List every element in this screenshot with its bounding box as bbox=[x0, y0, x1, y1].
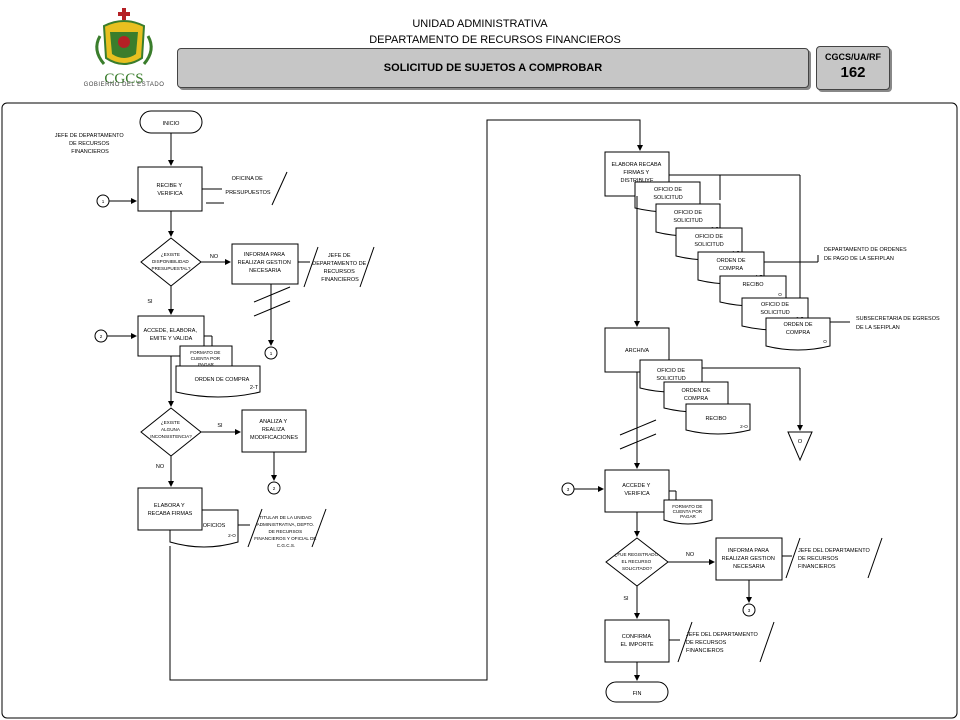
si-label-2: SI bbox=[217, 423, 223, 429]
document-title: SOLICITUD DE SUJETOS A COMPROBAR bbox=[383, 62, 603, 74]
accede-2-label: ACCEDE Y VERIFICA bbox=[622, 483, 651, 497]
connector-1-out bbox=[264, 346, 278, 360]
informa-2-label: INFORMA PARA REALIZAR GESTION NECESARIA bbox=[722, 548, 777, 570]
diagram-frame bbox=[1, 102, 958, 719]
title-bar: SOLICITUD DE SUJETOS A COMPROBAR bbox=[177, 48, 809, 88]
decision-disponibilidad-label: ¿EXISTE DISPONIBILIDAD PRESUPUESTAL? bbox=[152, 252, 191, 271]
subsecretaria-label: SUBSECRETARIA DE EGRESOS DE LA SEFIPLAN bbox=[856, 316, 941, 331]
process-confirma bbox=[604, 619, 670, 663]
jefe-depto-3-label: JEFE DEL DEPARTAMENTO DE RECURSOS FINANC… bbox=[686, 632, 759, 654]
titular-label: TITULAR DE LA UNIDAD ADMINISTRATIVA, DEP… bbox=[254, 515, 317, 548]
svg-text:FORMATO DE CUENTA POR: FORMATO DE CUENTA POR PAGAR bbox=[672, 504, 703, 519]
jefe-depto-2-label: JEFE DEL DEPARTAMENTO DE RECURSOS FINANC… bbox=[798, 548, 871, 570]
doc-formato-cuenta-2 bbox=[663, 499, 713, 525]
coat-of-arms-logo: CGCS bbox=[95, 8, 153, 87]
decision-inconsistencia-label: ¿EXISTE ALGUNA INCONSISTENCIA? bbox=[150, 420, 192, 439]
org-title: UNIDAD ADMINISTRATIVA bbox=[412, 18, 548, 30]
analiza-label: ANALIZA Y REALIZA MODIFICACIONES bbox=[250, 419, 298, 441]
doc-archiva-recibo bbox=[685, 403, 751, 435]
depto-ordenes-label: DEPARTAMENTO DE ORDENES DE PAGO DE LA SE… bbox=[824, 247, 908, 262]
connector-3-out bbox=[742, 603, 756, 617]
svg-text:O: O bbox=[798, 439, 803, 445]
decision-inconsistencia bbox=[140, 407, 202, 457]
orden-compra-copy: 2-T bbox=[250, 385, 259, 391]
confirma-label: CONFIRMA EL IMPORTE bbox=[620, 634, 653, 648]
logo-subtext: GOBIERNO DEL ESTADO bbox=[83, 82, 165, 88]
start-label: INICIO bbox=[163, 121, 181, 127]
archive-symbol bbox=[787, 431, 813, 462]
actor-jefe-label: JEFE DE DEPARTAMENTO DE RECURSOS FINANCI… bbox=[55, 133, 126, 155]
oficina-presupuestos-label: OFICINA DE PRESUPUESTOS bbox=[225, 176, 270, 196]
svg-text:2-O: 2-O bbox=[740, 424, 748, 429]
svg-text:RECIBO: RECIBO bbox=[705, 416, 727, 422]
doc-orden-compra bbox=[175, 365, 261, 398]
department-title: DEPARTAMENTO DE RECURSOS FINANCIEROS bbox=[369, 34, 621, 46]
no-label-3: NO bbox=[686, 552, 695, 558]
connector-2-out-label: 2 bbox=[273, 486, 276, 491]
connector-1-in-label: 1 bbox=[102, 199, 105, 204]
connector-2-in-label: 2 bbox=[100, 334, 103, 339]
document-number: 162 bbox=[840, 64, 866, 81]
svg-text:RECIBO: RECIBO bbox=[742, 282, 764, 288]
si-label-1: SI bbox=[147, 299, 153, 305]
document-header: CGCS GOBIERNO DEL ESTADO UNIDAD ADMINIST… bbox=[0, 0, 960, 100]
logo-text: CGCS bbox=[104, 71, 143, 87]
no-label-2: NO bbox=[156, 464, 165, 470]
archiva-label: ARCHIVA bbox=[625, 348, 649, 354]
elabora-recaba-label: ELABORA RECABA FIRMAS Y DISTRIBUYE bbox=[611, 162, 662, 184]
svg-text:O: O bbox=[823, 339, 827, 344]
connector-1-out-label: 1 bbox=[270, 351, 273, 356]
si-label-3: SI bbox=[623, 596, 629, 602]
process-informa-1 bbox=[231, 243, 299, 285]
document-code: CGCS/UA/RF bbox=[825, 52, 881, 62]
decision-registrado-label: ¿FUE REGISTRADO EL RECURSO SOLICITADO? bbox=[615, 552, 660, 571]
accede-1-label: ACCEDE, ELABORA, EMITE Y VALIDA bbox=[143, 328, 198, 342]
jefe-depto-1-label: JEFE DE DEPARTAMENTO DE RECURSOS FINANCI… bbox=[312, 253, 368, 283]
connector-3-out-label: 3 bbox=[748, 608, 751, 613]
process-analiza bbox=[241, 409, 307, 453]
orden-compra-label: ORDEN DE COMPRA bbox=[195, 377, 250, 383]
end-label: FIN bbox=[633, 691, 642, 697]
oficios-copy: 2-O bbox=[228, 533, 236, 538]
process-recibe-verifica bbox=[137, 166, 203, 212]
informa-1-label: INFORMA PARA REALIZAR GESTION NECESARIA bbox=[238, 252, 293, 274]
recibe-label: RECIBE Y VERIFICA bbox=[156, 183, 183, 197]
oficios-label: OFICIOS bbox=[203, 523, 226, 529]
process-informa-2 bbox=[715, 537, 783, 581]
doc-orden-compra-2 bbox=[765, 317, 831, 351]
no-label-1: NO bbox=[210, 254, 219, 260]
connector-2-out bbox=[267, 481, 281, 495]
end-terminal bbox=[605, 681, 669, 703]
formato-cuenta-label: FORMATO DE CUENTA POR PAGAR bbox=[190, 350, 221, 367]
document-code-box: CGCS/UA/RF 162 bbox=[816, 46, 890, 90]
svg-text:O: O bbox=[778, 292, 782, 297]
connector-3-in-label: 3 bbox=[567, 487, 570, 492]
svg-text:ELABORA Y RECABA FIRMAS: ELABORA Y RECABA FIRMAS bbox=[148, 503, 193, 517]
